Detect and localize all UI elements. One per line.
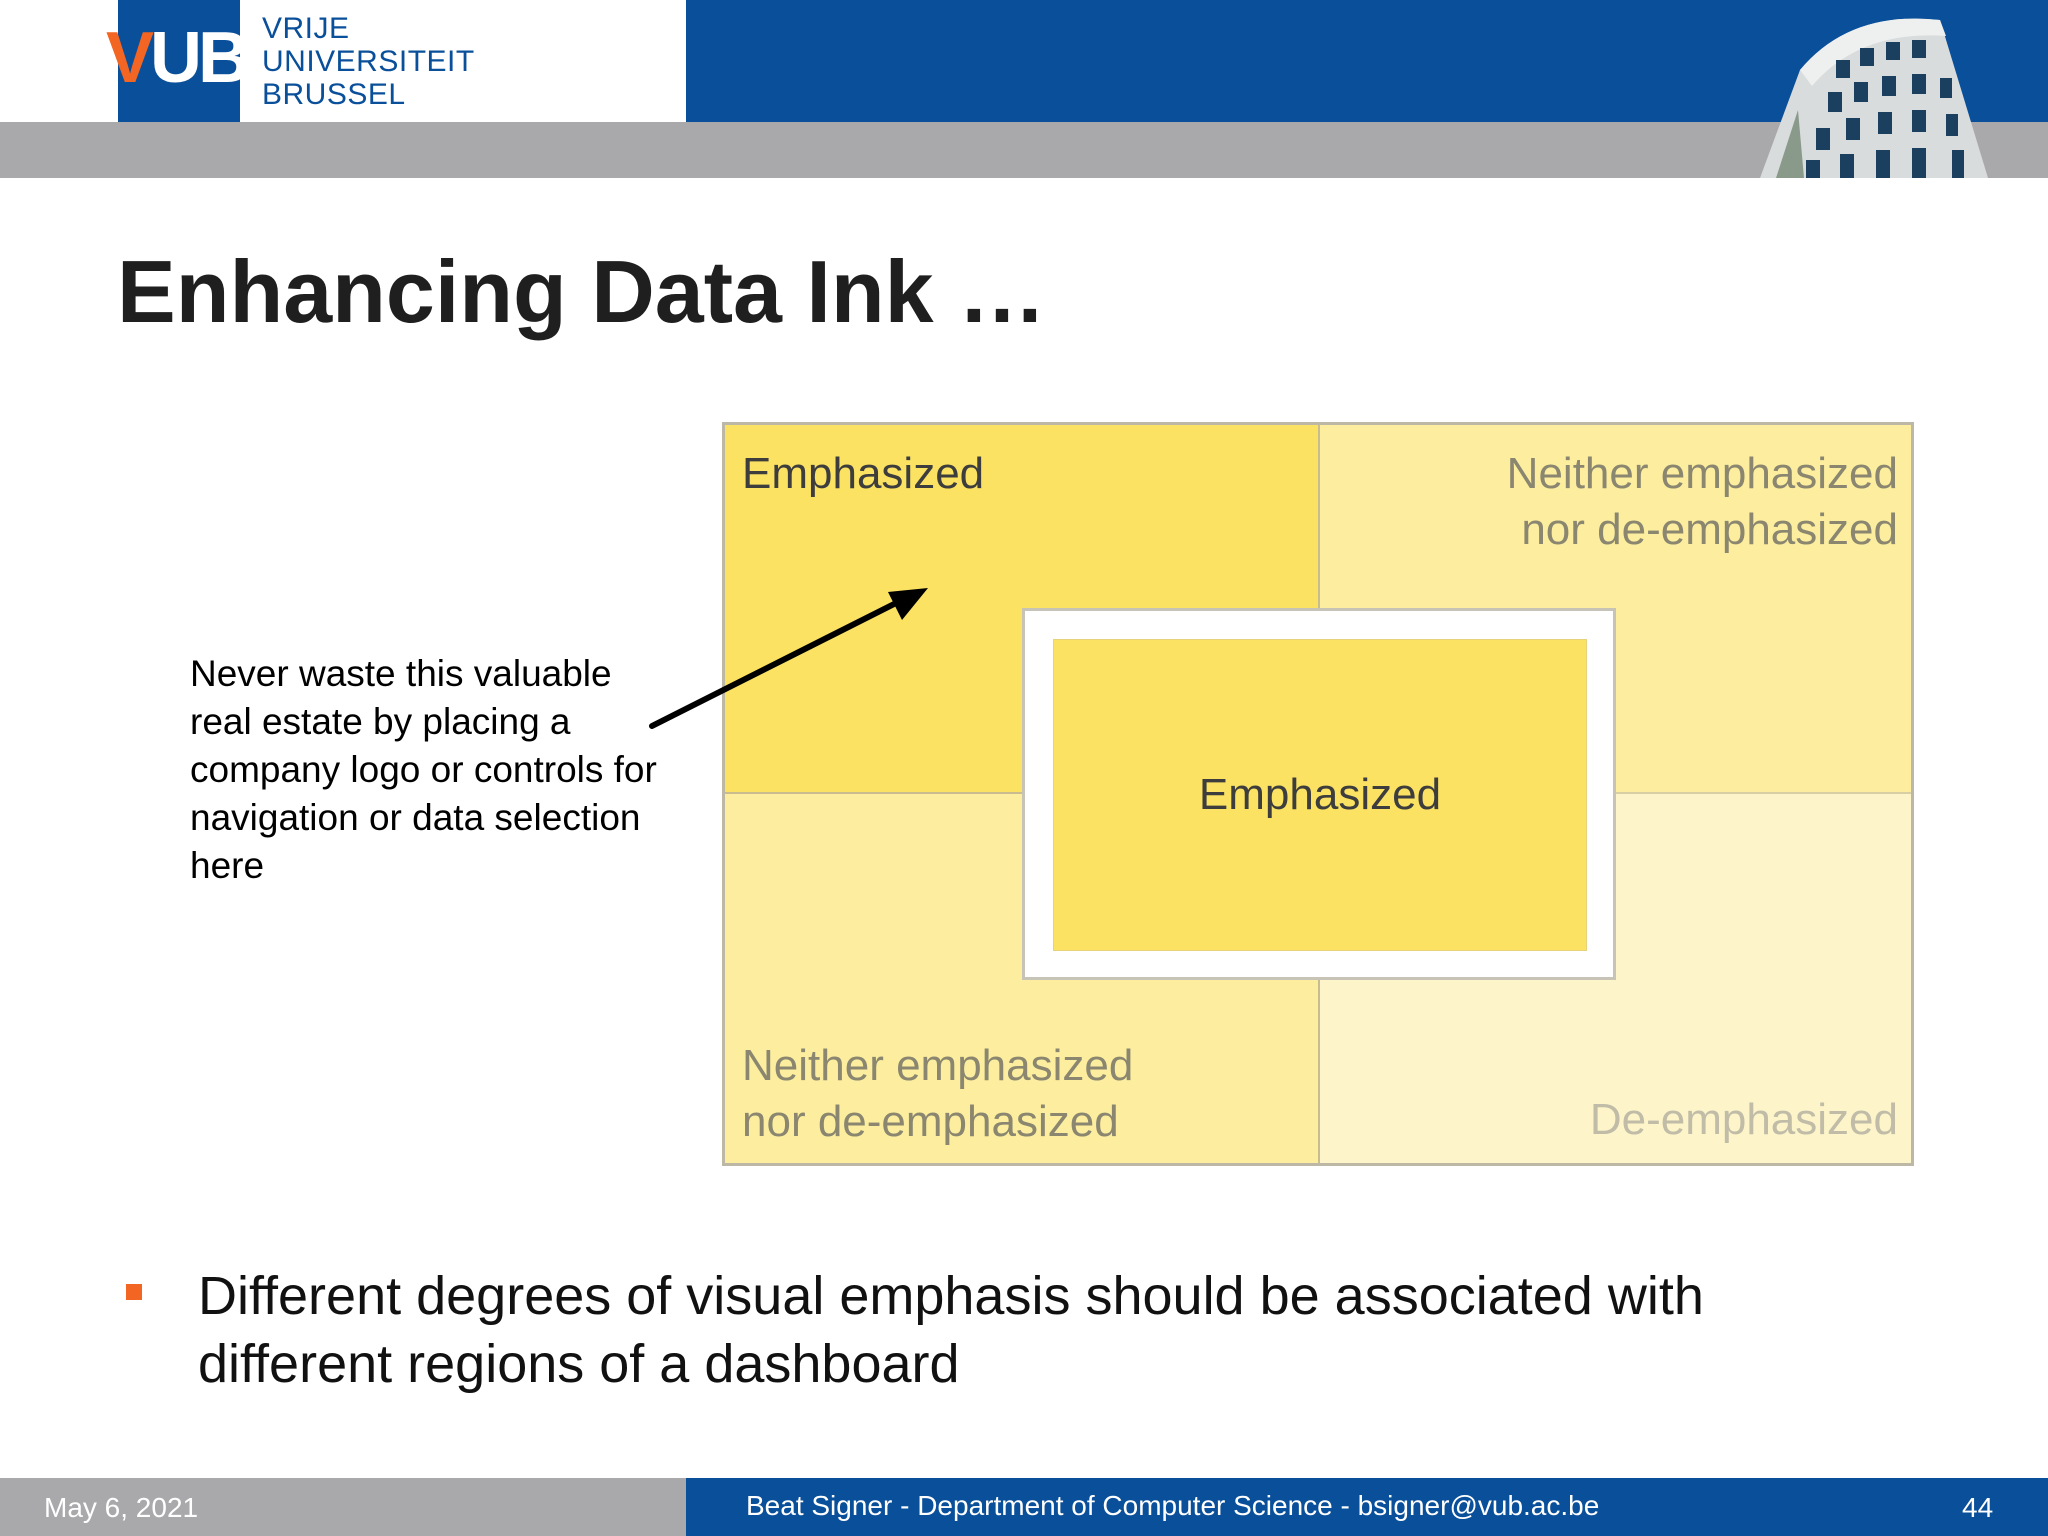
slide-title: Enhancing Data Ink … bbox=[117, 242, 1047, 341]
footer-author: Beat Signer - Department of Computer Sci… bbox=[746, 1490, 1600, 1521]
bullet-item-line-2: different regions of a dashboard bbox=[198, 1334, 960, 1394]
header-white-band bbox=[0, 0, 686, 122]
quadrant-bottom-left-label-line-1: Neither emphasized bbox=[742, 1041, 1134, 1090]
footer-gray-band bbox=[0, 1478, 686, 1536]
university-name-line-2: UNIVERSITEIT bbox=[262, 45, 475, 78]
annotation-line-1: Never waste this valuable bbox=[190, 653, 612, 694]
footer-page-number: 44 bbox=[1962, 1492, 1994, 1523]
quadrant-bottom-left-label-line-2: nor de-emphasized bbox=[742, 1097, 1119, 1146]
annotation-line-5: here bbox=[190, 845, 265, 886]
quadrant-top-right-label: Neither emphasized nor de-emphasized bbox=[1507, 446, 1898, 558]
dashboard-emphasis-diagram: Emphasized Neither emphasized nor de-emp… bbox=[722, 422, 1914, 1166]
bullet-item: Different degrees of visual emphasis sho… bbox=[198, 1262, 1898, 1398]
quadrant-bottom-right-label: De-emphasized bbox=[1589, 1095, 1898, 1144]
bullet-item-line-1: Different degrees of visual emphasis sho… bbox=[198, 1266, 1704, 1326]
bullet-square-icon bbox=[126, 1284, 142, 1300]
university-name: VRIJE UNIVERSITEIT BRUSSEL bbox=[262, 12, 475, 111]
quadrant-top-right-label-line-1: Neither emphasized bbox=[1506, 449, 1898, 498]
quadrant-bottom-left-label: Neither emphasized nor de-emphasized bbox=[742, 1038, 1133, 1150]
pointer-arrow-icon bbox=[649, 588, 928, 729]
quadrant-top-left-label: Emphasized bbox=[742, 449, 985, 498]
header-gray-band bbox=[0, 122, 2048, 178]
annotation-line-4: navigation or data selection bbox=[190, 797, 641, 838]
logo-letter-v: V bbox=[106, 18, 154, 98]
footer-date: May 6, 2021 bbox=[44, 1492, 199, 1523]
vub-logo-mark bbox=[118, 0, 240, 122]
building-photo-icon bbox=[1760, 18, 1988, 178]
center-region: Emphasized bbox=[1053, 639, 1587, 951]
annotation-line-2: real estate by placing a bbox=[190, 701, 571, 742]
university-name-line-3: BRUSSEL bbox=[262, 78, 406, 111]
annotation-line-3: company logo or controls for bbox=[190, 749, 657, 790]
quadrant-top-right-label-line-2: nor de-emphasized bbox=[1521, 505, 1898, 554]
logo-letters-ub: UB bbox=[150, 18, 250, 98]
center-region-label: Emphasized bbox=[1198, 770, 1442, 819]
footer-blue-band bbox=[686, 1478, 2048, 1536]
slide-header: VUB VRIJE UNIVERSITEIT BRUSSEL bbox=[0, 0, 2048, 178]
annotation-text: Never waste this valuable real estate by… bbox=[190, 650, 710, 890]
vub-logo-letters: VUB bbox=[106, 22, 250, 94]
center-region-frame: Emphasized bbox=[1022, 608, 1616, 980]
university-name-line-1: VRIJE bbox=[262, 12, 350, 45]
